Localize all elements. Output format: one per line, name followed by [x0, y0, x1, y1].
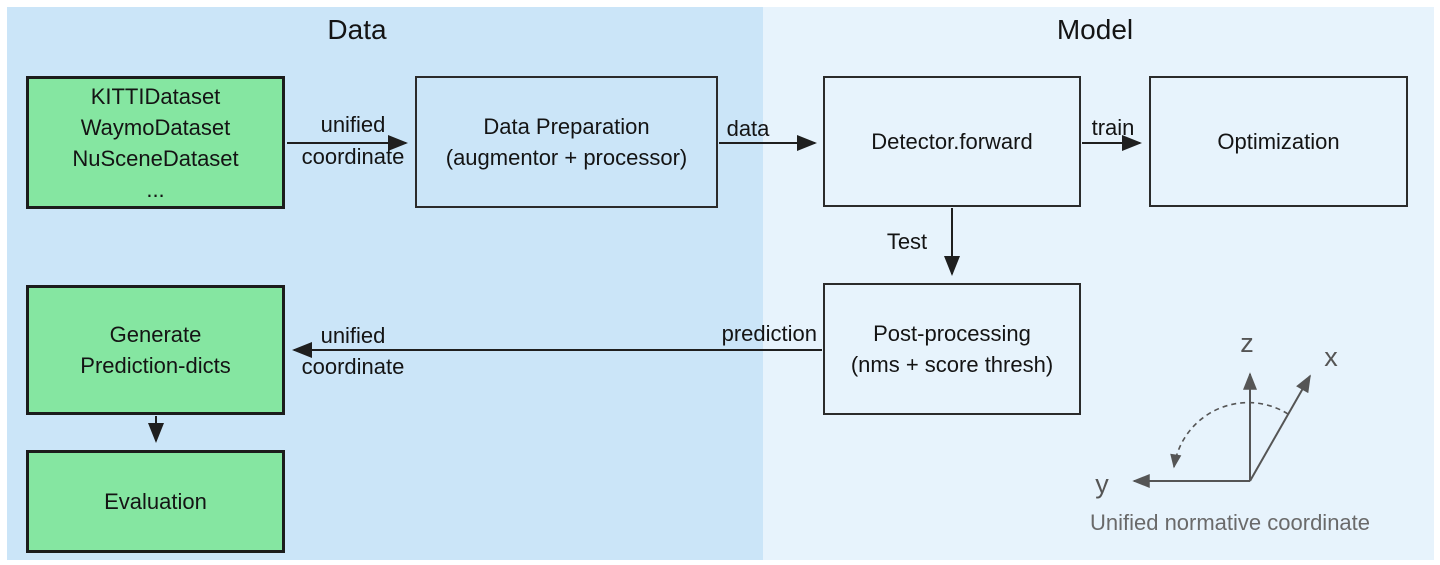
test-arrow-label: Test — [886, 229, 928, 254]
unified-coordinate-top-line-1: unified — [320, 112, 386, 137]
datasets-line-4: ... — [146, 176, 165, 202]
optimization-label: Optimization — [1217, 129, 1340, 154]
post-processing-line-2: (nms + score thresh) — [850, 352, 1054, 377]
generate-prediction-line-2: Prediction-dicts — [80, 353, 231, 378]
generate-prediction-dicts-box: Generate Prediction-dicts — [26, 285, 285, 415]
datasets-line-3: NuSceneDataset — [72, 145, 239, 171]
data-arrow-label: data — [726, 116, 770, 141]
unified-coordinate-label-top: unified coordinate — [293, 109, 413, 173]
coordinate-diagram-caption: Unified normative coordinate — [1089, 510, 1371, 535]
unified-coordinate-bottom-line-1: unified — [320, 323, 386, 348]
data-region-title: Data — [327, 14, 387, 45]
detector-forward-label: Detector.forward — [871, 129, 1033, 154]
datasets-box: KITTIDataset WaymoDataset NuSceneDataset… — [26, 76, 285, 209]
generate-prediction-line-1: Generate — [109, 322, 202, 347]
evaluation-label: Evaluation — [104, 489, 207, 514]
data-preparation-line-1: Data Preparation — [483, 114, 650, 139]
data-preparation-line-2: (augmentor + processor) — [445, 145, 688, 170]
prediction-arrow-label: prediction — [721, 321, 817, 346]
data-preparation-box: Data Preparation (augmentor + processor) — [415, 76, 718, 208]
unified-coordinate-top-line-2: coordinate — [301, 144, 405, 169]
optimization-box: Optimization — [1149, 76, 1408, 207]
train-arrow-label: train — [1091, 115, 1135, 140]
model-region-title: Model — [1056, 14, 1134, 45]
post-processing-box: Post-processing (nms + score thresh) — [823, 283, 1081, 415]
post-processing-line-1: Post-processing — [873, 321, 1031, 346]
evaluation-box: Evaluation — [26, 450, 285, 553]
unified-coordinate-bottom-line-2: coordinate — [301, 354, 405, 379]
detector-forward-box: Detector.forward — [823, 76, 1081, 207]
datasets-line-1: KITTIDataset — [90, 83, 221, 109]
unified-coordinate-label-bottom: unified coordinate — [293, 320, 413, 382]
datasets-line-2: WaymoDataset — [80, 114, 231, 140]
